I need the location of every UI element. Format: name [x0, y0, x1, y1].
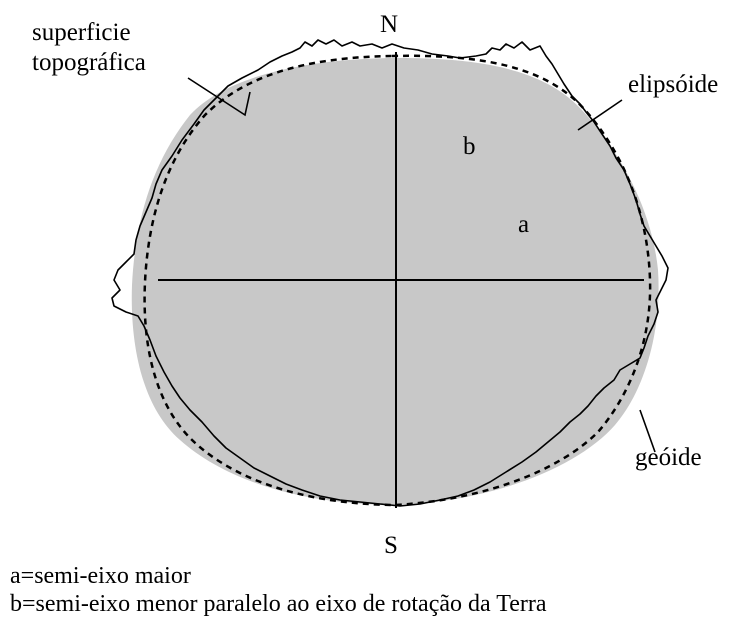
north-label: N [380, 11, 399, 38]
geodesy-diagram [111, 39, 669, 508]
surface-label: superficie topográfica [32, 19, 146, 76]
geoid-leader-line [639, 409, 656, 453]
ellipsoid-leader-line [577, 99, 623, 131]
semi-minor-label: b [463, 133, 476, 160]
ellipsoid-curve [143, 54, 652, 507]
ellipsoid-label: elipsóide [628, 71, 719, 98]
geoid-label: geóide [635, 444, 702, 471]
topographic-surface-curve [111, 39, 669, 507]
semi-major-label: a [518, 211, 530, 238]
surface-leader-line [187, 77, 251, 117]
legend-item-b: b=semi-eixo menor paralelo ao eixo de ro… [10, 591, 547, 617]
legend-item-a: a=semi-eixo maior [10, 563, 191, 589]
south-label: S [384, 532, 398, 559]
